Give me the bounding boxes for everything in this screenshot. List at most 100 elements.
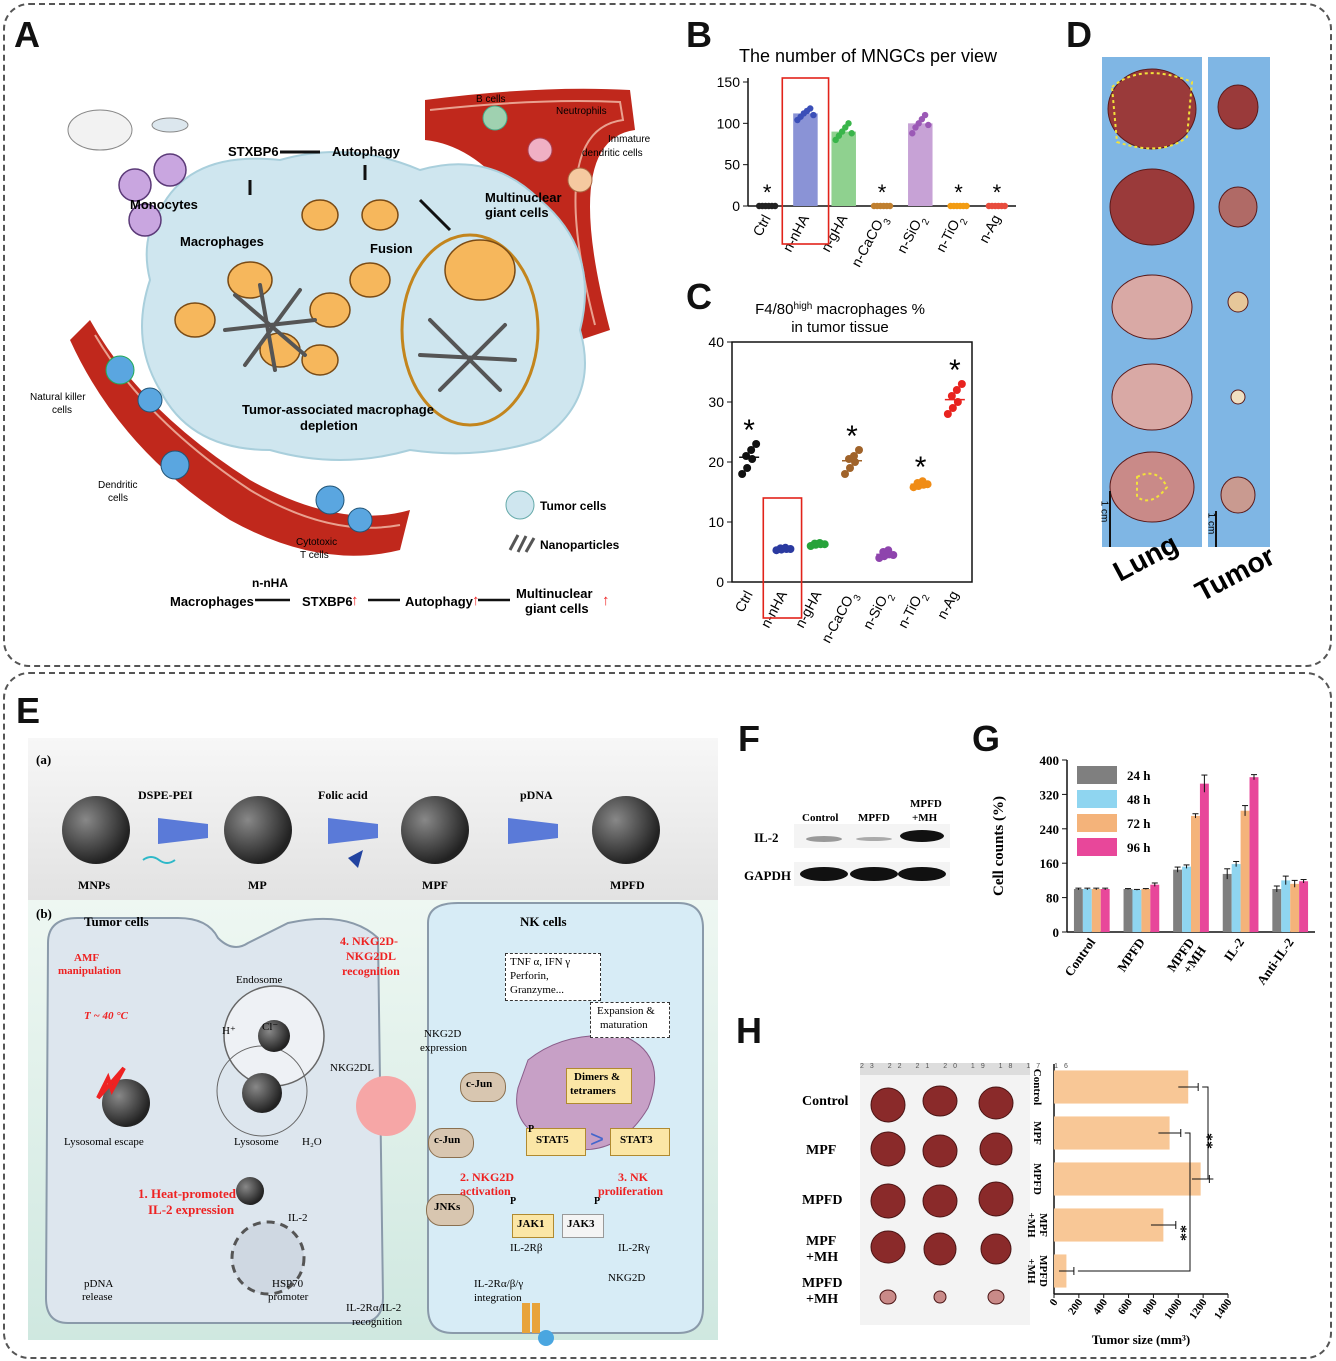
e-pro-1: 3. NK <box>618 1170 648 1184</box>
h-row-mpf-mh-2: +MH <box>806 1250 839 1265</box>
label-dendritic-cells: dendritic cells <box>582 148 643 159</box>
label-dendritic-cells-2: cells <box>108 493 129 504</box>
chart-c-y-tick-label: 30 <box>708 394 724 410</box>
e-dspe-pei: DSPE-PEI <box>138 788 193 802</box>
chart-b-point <box>963 202 970 210</box>
label-macrophages: Macrophages <box>180 234 264 249</box>
panel-e-illustration <box>44 796 704 1346</box>
e-amf: AMF <box>74 952 100 964</box>
nanoparticles-legend-icon <box>508 534 536 553</box>
chart-g-bar <box>1281 880 1291 932</box>
label-natural-killer: Natural killer <box>30 392 86 403</box>
chart-h-bar <box>1054 1070 1189 1104</box>
e-stat3-label: STAT3 <box>620 1134 653 1146</box>
e-il2rg: IL-2Rγ <box>618 1242 650 1254</box>
label-dendritic: Dendritic <box>98 480 138 491</box>
chart-h-bar <box>1054 1116 1170 1150</box>
chart-c-point <box>747 446 756 454</box>
chart-g-bar <box>1182 866 1191 932</box>
e-b-label: (b) <box>36 906 52 921</box>
mouse-icon <box>67 109 133 151</box>
flow-nnha: n-nHA <box>252 576 288 590</box>
chart-g-y-tick-label: 160 <box>1040 856 1060 871</box>
panel-label-g: G <box>972 718 1001 759</box>
panel-label-a: A <box>14 14 40 55</box>
chart-b-point <box>925 121 932 129</box>
f-row-il2: IL-2 <box>754 830 779 845</box>
chart-b-star: * <box>763 180 772 205</box>
chart-b-x-tick-label: n-gHA <box>818 211 851 254</box>
chart-c-point <box>884 546 893 555</box>
tumor-cell-outline <box>44 917 385 1324</box>
chart-g-bar <box>1173 869 1183 932</box>
chart-h-x-tick-label: 400 <box>1091 1296 1111 1317</box>
label-b-cells: B cells <box>476 94 506 105</box>
e-il2r-1: IL-2Rα/IL-2 <box>346 1302 402 1314</box>
label-neutrophils: Neutrophils <box>556 106 607 117</box>
chart-g-legend-label: 48 h <box>1127 792 1151 807</box>
flow-multinuclear: Multinuclear <box>516 586 593 601</box>
e-jak3 <box>562 1214 604 1238</box>
chart-h-y-tick-label: MPF <box>1031 1121 1043 1145</box>
label-nk-cells: cells <box>52 405 73 416</box>
chart-g-y-tick-label: 240 <box>1040 822 1060 837</box>
chart-g-x-tick-label: MPFD+MH <box>1164 935 1209 982</box>
e-mpf: MPF <box>422 878 448 892</box>
flow-up-1: ↑ <box>351 592 359 609</box>
e-nkg2dl: NKG2DL <box>330 1062 374 1074</box>
chart-g-legend-swatch <box>1077 790 1117 808</box>
chart-g-x-tick-label: IL-2 <box>1221 935 1247 964</box>
chart-b-y-tick-label: 100 <box>717 115 741 131</box>
chart-c-x-tick-label: n-SiO2 <box>859 588 897 635</box>
vessel-lower <box>70 320 410 556</box>
chart-b-x-tick-label: n-nHA <box>779 211 812 254</box>
h-row-mpfd-mh-2: +MH <box>806 1292 839 1307</box>
e-int-2: integration <box>474 1292 522 1304</box>
e-lysosomal-escape: Lysosomal escape <box>64 1136 144 1148</box>
e-cyto-1: TNF α, IFN γ <box>510 956 571 968</box>
e-dimers <box>566 1068 632 1104</box>
chart-c-point <box>952 386 961 394</box>
flow-stxbp6: STXBP6 <box>302 594 353 609</box>
e-tumor-cells: Tumor cells <box>84 914 149 929</box>
chart-c-y-tick-label: 10 <box>708 514 724 530</box>
legend-nanoparticles: Nanoparticles <box>540 538 620 552</box>
e-p-2: P <box>510 1196 517 1207</box>
e-stat5 <box>526 1128 586 1156</box>
chart-c-title: F4/80high macrophages % <box>755 301 925 319</box>
flow-macrophages: Macrophages <box>170 594 254 609</box>
chart-b-bar <box>831 131 856 206</box>
chart-c-x-tick-label: Ctrl <box>731 588 755 615</box>
chart-b-star: * <box>993 180 1002 205</box>
chart-g-bar <box>1249 777 1259 932</box>
chart-g-bar <box>1132 889 1142 932</box>
panel-label-d: D <box>1066 14 1092 55</box>
top-panel-frame <box>3 3 1332 667</box>
e-dimers-2: tetramers <box>570 1085 616 1097</box>
chart-b-x-tick-label: n-TiO2 <box>932 212 970 257</box>
e-lysosome: Lysosome <box>234 1136 279 1148</box>
chart-g-bar <box>1240 810 1250 932</box>
tumor-cells-legend-icon <box>505 490 535 520</box>
flow-up-2: ↑ <box>472 592 480 609</box>
chart-c-point <box>841 470 849 478</box>
chart-c-point <box>851 458 859 466</box>
chart-h-x-tick-label: 1400 <box>1212 1296 1235 1321</box>
chart-c-point <box>947 392 956 400</box>
chart-c-star: * <box>743 414 755 447</box>
chart-g-bar <box>1231 864 1241 932</box>
chart-h-x-tick-label: 800 <box>1141 1296 1161 1317</box>
e-dimers-1: Dimers & <box>574 1071 621 1083</box>
chart-b-star: * <box>878 180 887 205</box>
f-lane-mpfd: MPFD <box>858 812 890 824</box>
e-rec-1: 4. NKG2D- <box>340 934 398 948</box>
chart-b-point <box>845 120 852 127</box>
e-pdna-2: release <box>82 1291 113 1303</box>
e-jak3-label: JAK3 <box>567 1218 595 1230</box>
chart-c-point <box>957 380 966 388</box>
chart-c-x-tick-label: n-gHA <box>792 587 825 630</box>
e-gt: > <box>590 1126 605 1153</box>
panel-label-c: C <box>686 276 712 317</box>
